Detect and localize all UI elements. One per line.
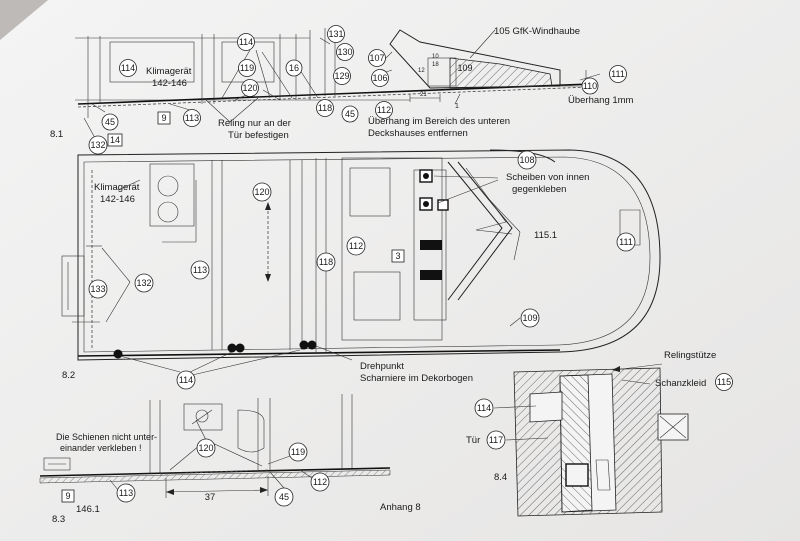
label-115-1: 115.1	[534, 230, 557, 241]
top-callout-45b: 45	[105, 117, 115, 127]
drehpunkt-line-2: Scharniere im Dekorbogen	[360, 373, 473, 384]
plan-callout-109: 109	[522, 313, 537, 323]
top-callout-110: 110	[583, 81, 597, 91]
view-8-2: 14 108 120 112 118 113 132 133 111 109 1…	[61, 133, 661, 390]
dim-10: 10	[432, 54, 439, 60]
plan-callout-114: 114	[179, 375, 193, 385]
top-callout-111: 111	[611, 69, 625, 79]
top-callout-120: 120	[242, 83, 257, 93]
relingstutze-label: Relingstütze	[664, 350, 716, 361]
rail-callout-112: 112	[313, 477, 327, 487]
schienen-note-line-1: Die Schienen nicht unter-	[56, 432, 157, 442]
drehpunkt-line-1: Drehpunkt	[360, 361, 404, 372]
top-callout-107: 107	[369, 53, 384, 63]
reling-note-line-2: Tür befestigen	[228, 130, 289, 141]
top-klimagerat-range: 142-146	[152, 78, 187, 89]
scheiben-note-line-1: Scheiben von innen	[506, 172, 589, 183]
rail-box-9: 9	[65, 491, 70, 501]
section-8-3-label: 8.3	[52, 514, 65, 525]
view-8-4: Relingstütze Schanzkleid 115 114 Tür 117…	[466, 350, 733, 517]
top-callout-113: 113	[185, 113, 199, 123]
reling-note-line-1: Reling nur an der	[218, 118, 291, 129]
paper-shadow-left	[0, 0, 48, 40]
rail-callout-45: 45	[279, 492, 289, 502]
plan-callout-112: 112	[349, 241, 363, 251]
plan-klimagerat-range: 142-146	[100, 194, 135, 205]
schanzkleid-callout-115: 115	[717, 377, 731, 387]
top-callout-16: 16	[289, 63, 299, 73]
top-callout-45a: 45	[345, 109, 355, 119]
section-8-4-label: 8.4	[494, 472, 507, 483]
plan-klimagerat-label: Klimagerät	[94, 182, 140, 193]
section-8-2-label: 8.2	[62, 370, 75, 381]
dim-12: 12	[418, 68, 425, 74]
plan-callout-118: 118	[319, 257, 333, 267]
label-146-1: 146.1	[76, 504, 100, 515]
plan-callout-108: 108	[519, 155, 534, 165]
dim-21: 21	[420, 92, 427, 98]
page-label: Anhang 8	[380, 502, 421, 513]
plan-box-14: 14	[110, 135, 120, 145]
gfk-windhaube-label: 105 GfK-Windhaube	[494, 26, 580, 37]
top-callout-118: 118	[318, 103, 332, 113]
section-8-1-label: 8.1	[50, 129, 63, 140]
top-callout-131: 131	[328, 29, 343, 39]
view-8-1: 114 114 119 16 120 118 45 112 131 130 10…	[50, 25, 634, 155]
uberhang-note-line-2: Deckshauses entfernen	[368, 128, 468, 139]
top-box-9: 9	[161, 113, 166, 123]
plan-box-3: 3	[395, 251, 400, 261]
dim-18: 18	[432, 62, 439, 68]
top-callout-119: 119	[240, 63, 254, 73]
top-label-109: 109	[457, 63, 472, 73]
top-callout-106: 106	[372, 73, 387, 83]
uberhang-note-line-1: Überhang im Bereich des unteren	[368, 116, 510, 127]
rail-callout-113: 113	[119, 488, 133, 498]
plan-callout-113: 113	[193, 265, 207, 275]
view-8-3: Die Schienen nicht unter- einander verkl…	[39, 394, 391, 525]
scheiben-note-line-2: gegenkleben	[512, 184, 566, 195]
rail-callout-119: 119	[291, 447, 305, 457]
uberhang-1mm-label: Überhang 1mm	[568, 95, 634, 106]
plan-callout-132: 132	[136, 278, 151, 288]
top-callout-112: 112	[377, 105, 391, 115]
detail-callout-114: 114	[477, 403, 491, 413]
schanzkleid-label: Schanzkleid	[655, 378, 706, 389]
top-callout-132: 132	[90, 140, 105, 150]
plan-callout-111: 111	[619, 237, 633, 247]
top-callout-129: 129	[334, 71, 349, 81]
top-callout-114a: 114	[121, 63, 135, 73]
dim-1: 1	[455, 103, 459, 110]
plan-callout-120: 120	[254, 187, 269, 197]
schienen-note-line-2: einander verkleben !	[60, 443, 142, 453]
top-klimagerat-label: Klimagerät	[146, 66, 192, 77]
rail-callout-120: 120	[198, 443, 213, 453]
top-callout-130: 130	[337, 47, 352, 57]
plan-callout-133: 133	[90, 284, 105, 294]
rail-dim-37: 37	[205, 492, 216, 503]
top-callout-114b: 114	[239, 37, 253, 47]
tur-callout-117: 117	[489, 435, 503, 445]
tur-label: Tür	[466, 435, 480, 446]
